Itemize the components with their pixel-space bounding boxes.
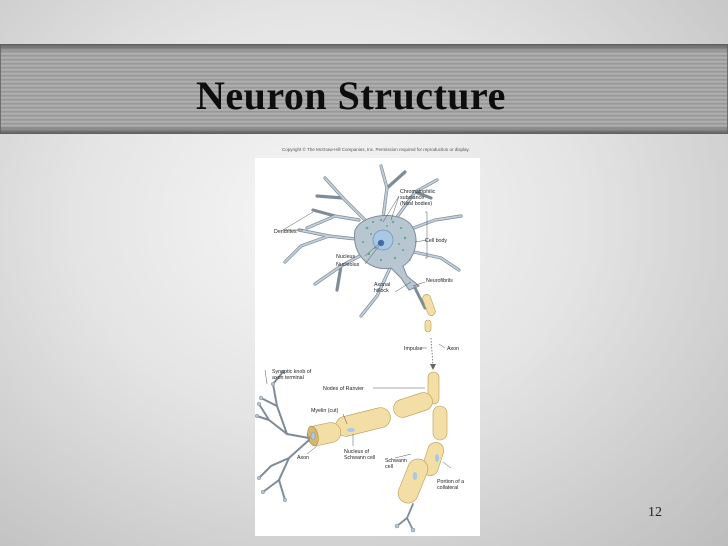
neuron-diagram: Chromatophilic substance (Nissl bodies) … [255, 158, 480, 536]
title-band [0, 44, 728, 134]
label-nucleolus: Nucleolus [336, 262, 360, 268]
leader-lines [264, 195, 452, 469]
slide-title: Neuron Structure [196, 73, 506, 118]
label-nucleus-schwann-1: Nucleus of [344, 449, 370, 455]
cell-body-bracket [425, 211, 428, 259]
label-axon-left: Axon [297, 455, 309, 461]
label-nucleus-schwann-2: Schwann cell [344, 455, 375, 461]
label-cell-body: Cell body [425, 238, 447, 244]
label-collateral-2: collateral [437, 485, 458, 491]
label-impulse: Impulse [404, 346, 423, 352]
nissl-bodies [361, 218, 407, 262]
label-chromatophilic-2: substance [400, 195, 424, 201]
label-neurofibrils: Neurofibrils [426, 278, 453, 284]
dendrites-core [284, 165, 462, 317]
axon-terminals [256, 371, 310, 501]
page-number: 12 [648, 505, 662, 520]
label-dendrites: Dendrites [274, 229, 297, 235]
label-chromatophilic-3: (Nissl bodies) [400, 201, 432, 207]
label-axonal-hillock-1: Axonal [374, 282, 390, 288]
label-nucleus: Nucleus [336, 254, 355, 260]
label-nodes-of-ranvier: Nodes of Ranvier [323, 386, 364, 392]
synaptic-knobs [255, 369, 288, 503]
neuron-cell-body-group [283, 164, 463, 318]
myelinated-axon [306, 392, 448, 533]
label-collateral-1: Portion of a [437, 479, 464, 485]
label-chromatophilic-1: Chromatophilic [400, 189, 436, 195]
copyright-notice: Copyright © The McGraw-Hill Companies, I… [282, 147, 470, 152]
label-myelin: Myelin (cut) [311, 408, 339, 414]
label-synaptic-knob-2: axon terminal [272, 375, 304, 381]
nucleolus-shape [377, 239, 385, 247]
label-schwann-cell-2: cell [385, 464, 393, 470]
label-synaptic-knob-1: Synaptic knob of [272, 369, 312, 375]
label-axonal-hillock-2: hillock [374, 288, 389, 294]
label-axon-right: Axon [447, 346, 459, 352]
label-schwann-cell-1: Schwann [385, 458, 407, 464]
nucleus-shape [372, 229, 394, 251]
